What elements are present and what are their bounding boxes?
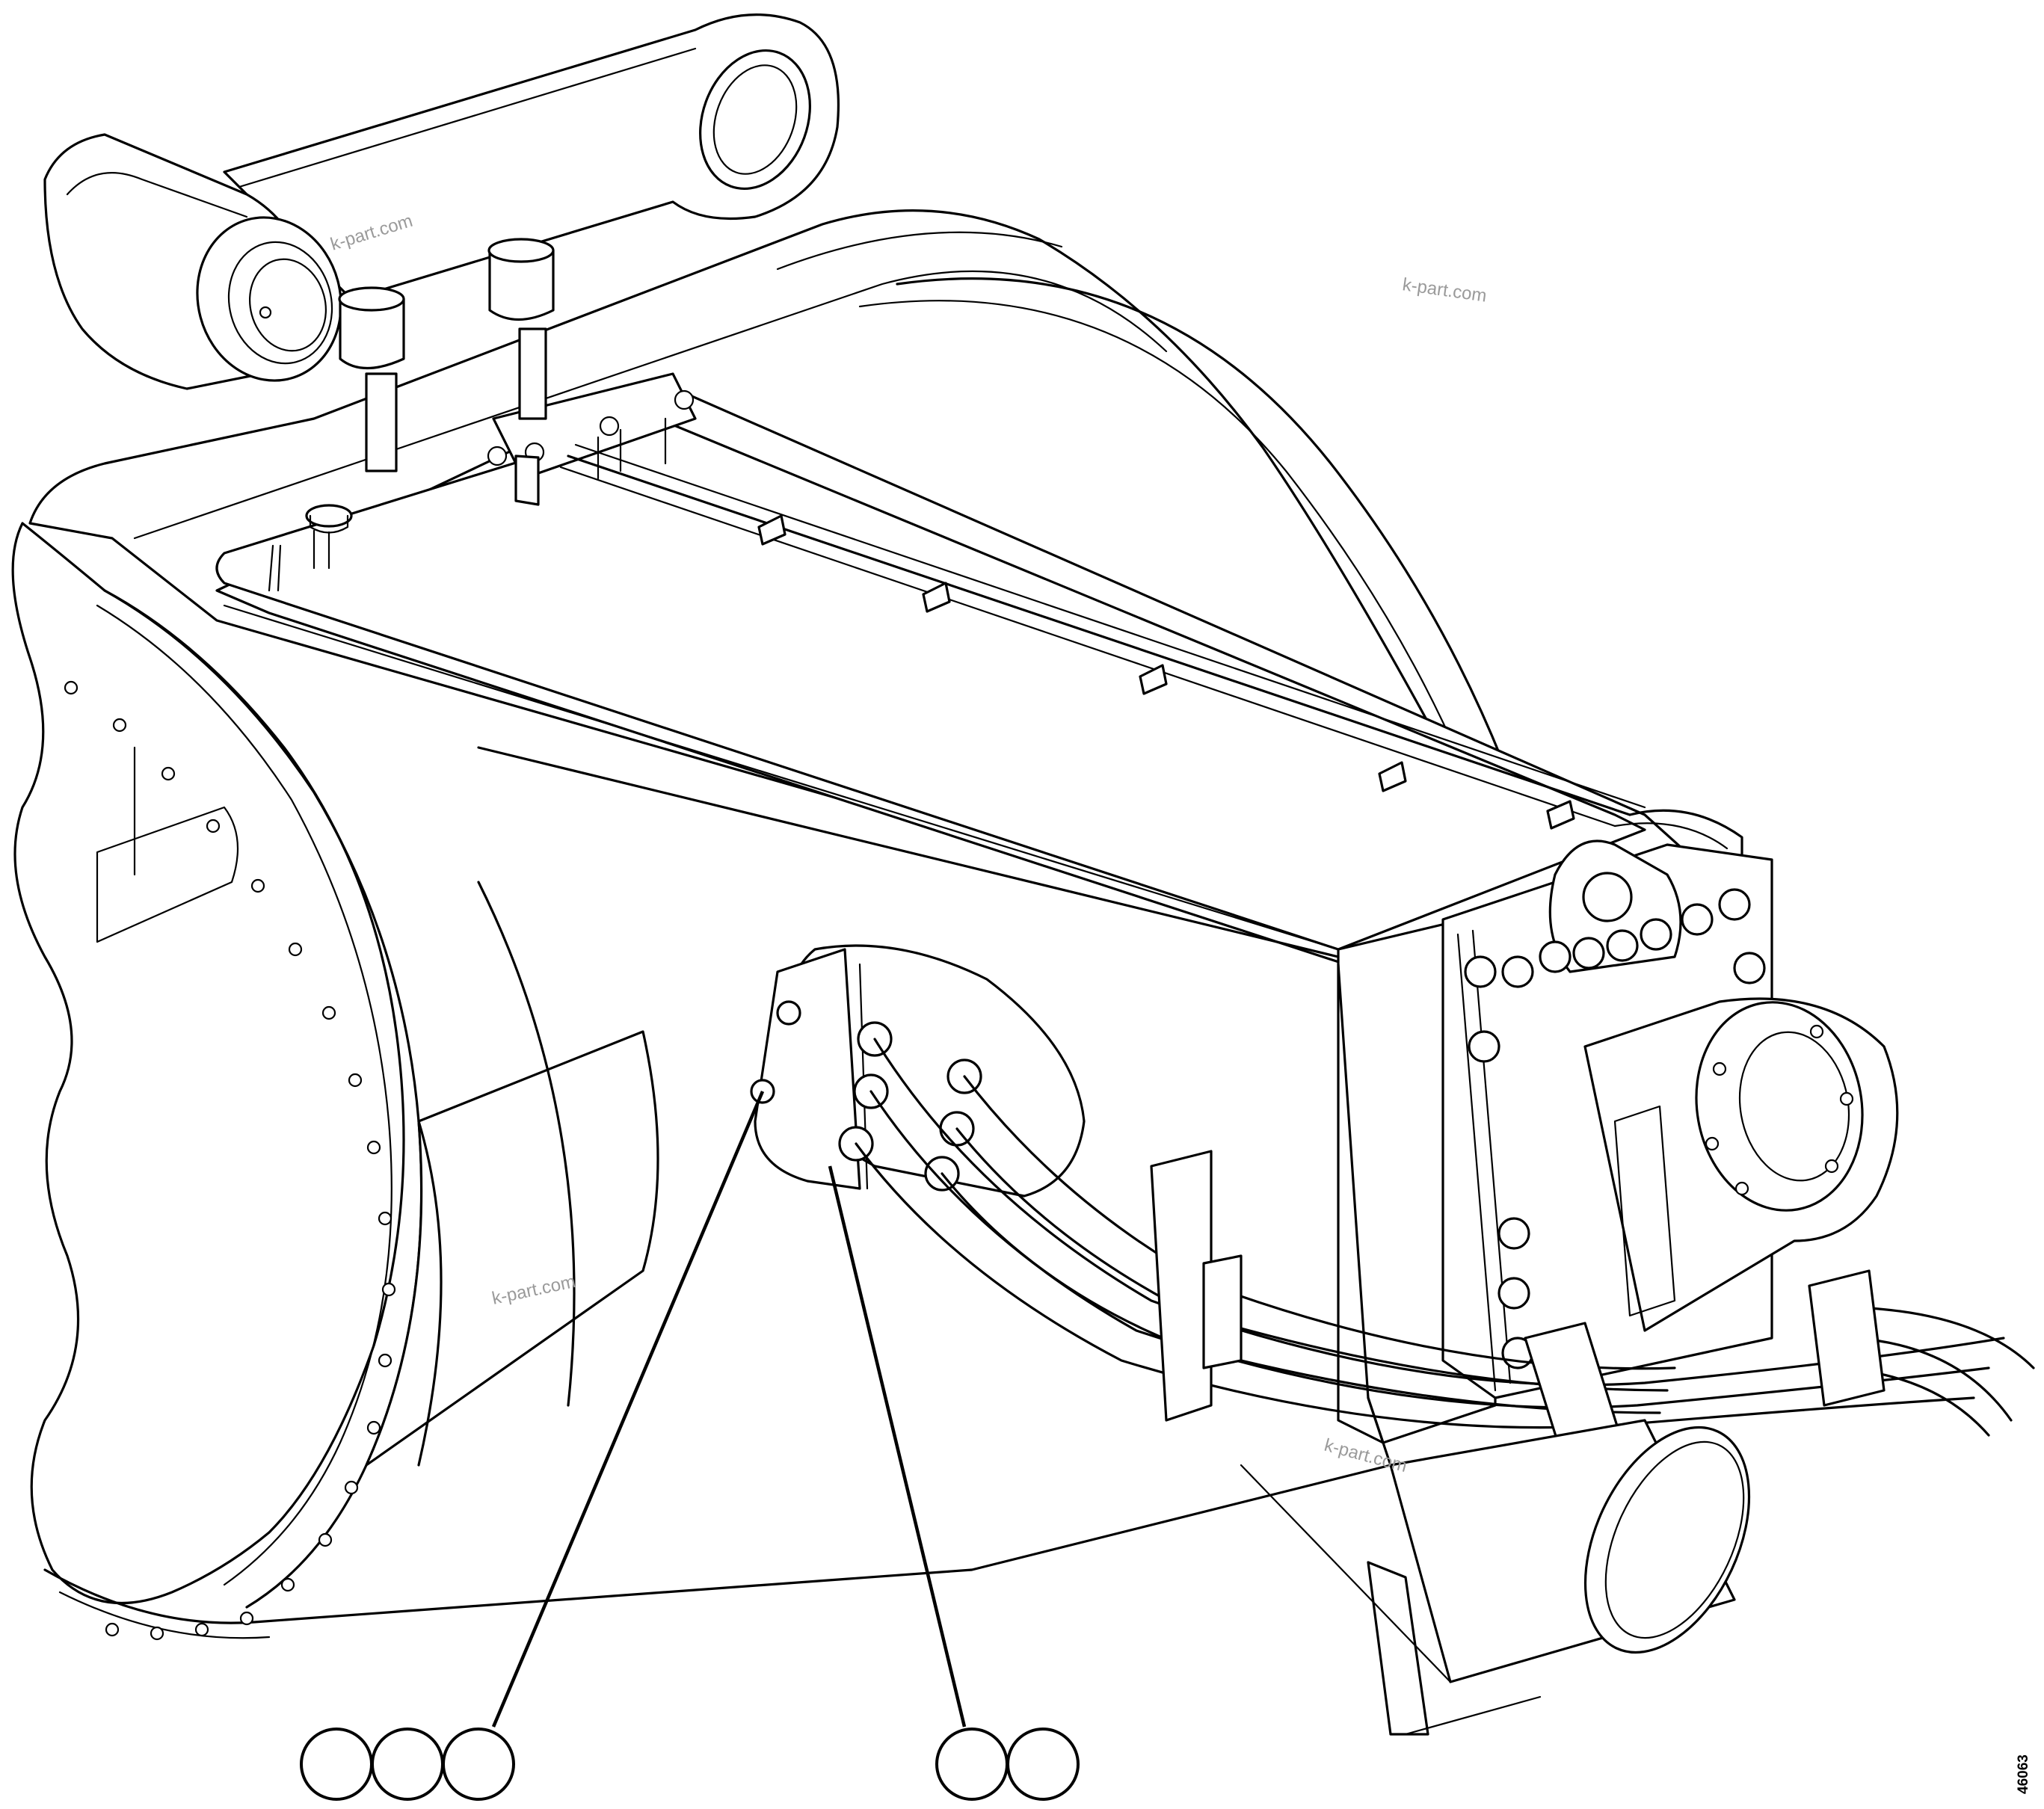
manifold-block xyxy=(750,944,1086,1198)
pivot-boss xyxy=(43,133,342,390)
callout-circle xyxy=(300,1728,373,1801)
bolt-hole-ring xyxy=(64,680,396,1641)
callout-group-right xyxy=(935,1728,1080,1801)
figure-number: 46063 xyxy=(2016,1754,2031,1794)
callout-circle xyxy=(1006,1728,1080,1801)
lower-tube xyxy=(1240,1419,1751,1736)
watermark: k-part.com xyxy=(1401,274,1488,306)
callout-circle xyxy=(935,1728,1009,1801)
callout-circle xyxy=(442,1728,515,1801)
link-arm xyxy=(223,13,840,301)
top-cover-plate xyxy=(215,372,1646,951)
callout-circle xyxy=(371,1728,444,1801)
hose-clamps xyxy=(1150,1150,1886,1459)
small-cap xyxy=(268,504,353,592)
bracket-bolts xyxy=(1464,888,1766,1369)
cylinder-housing xyxy=(11,522,1392,1639)
grease-cap-left xyxy=(338,286,405,472)
callout-leaders xyxy=(491,1091,967,1728)
grease-cap-right xyxy=(487,238,555,420)
side-pivot-eye xyxy=(1583,997,1899,1332)
hydraulic-lines-top xyxy=(559,443,1743,869)
callout-group-left xyxy=(300,1728,515,1801)
